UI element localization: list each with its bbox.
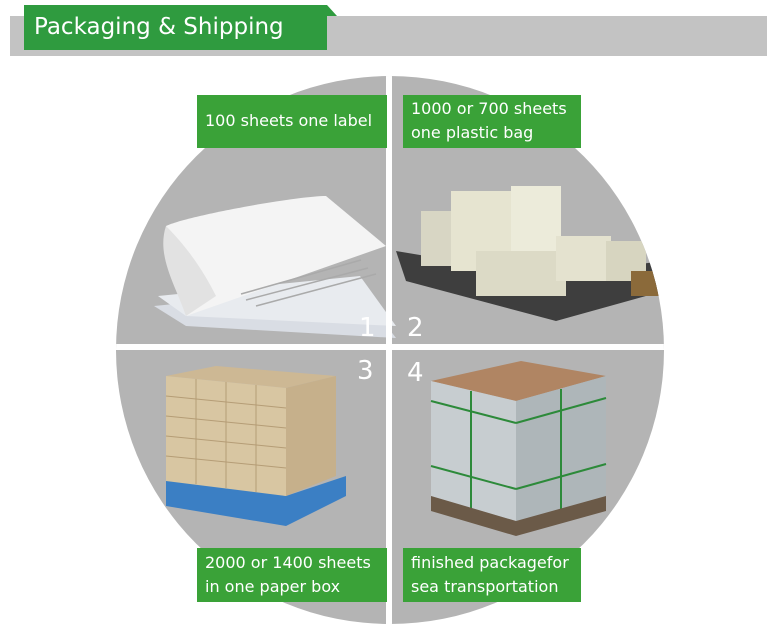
step-label-3: 2000 or 1400 sheets in one paper box xyxy=(197,548,387,602)
circle-background: 1 2 3 4 xyxy=(116,76,664,624)
step-label-4: finished packagefor sea transportation xyxy=(403,548,581,602)
packaging-circle: 1 2 3 4 xyxy=(116,76,664,624)
paper-boxes-image xyxy=(165,366,346,526)
step-number-3: 3 xyxy=(357,356,374,386)
step-number-4: 4 xyxy=(407,358,424,388)
step-label-4-line-1: finished packagefor xyxy=(411,553,569,572)
wrapped-pallet-image xyxy=(430,361,607,536)
step-number-2: 2 xyxy=(407,313,424,343)
plastic-bags-image xyxy=(396,186,664,321)
paper-sheets-image xyxy=(154,196,396,338)
step-label-3-line-2: in one paper box xyxy=(205,577,341,596)
vertical-divider xyxy=(386,76,392,624)
step-label-2-line-2: one plastic bag xyxy=(411,123,534,142)
page-title: Packaging & Shipping xyxy=(24,5,327,50)
header-tab-fold xyxy=(327,5,337,16)
step-label-2: 1000 or 700 sheets one plastic bag xyxy=(403,95,581,148)
horizontal-divider xyxy=(116,344,664,350)
step-label-1: 100 sheets one label xyxy=(197,95,387,148)
step-label-1-line-1: 100 sheets one label xyxy=(205,111,373,130)
step-label-4-line-2: sea transportation xyxy=(411,577,559,596)
step-label-3-line-1: 2000 or 1400 sheets xyxy=(205,553,371,572)
step-number-1: 1 xyxy=(359,313,376,343)
step-label-2-line-1: 1000 or 700 sheets xyxy=(411,99,567,118)
